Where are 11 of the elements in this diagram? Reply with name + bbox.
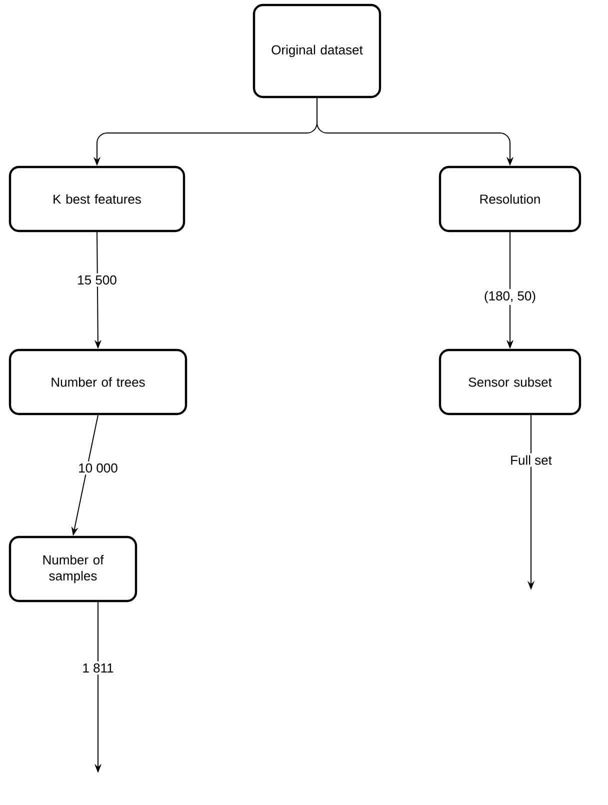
process-box: Number of samples <box>8 536 138 602</box>
process-box: Resolution <box>438 166 582 232</box>
process-box: Sensor subset <box>438 348 582 416</box>
edge-label: 1 811 <box>80 661 116 675</box>
process-box: Original dataset <box>252 4 382 98</box>
edge-label: 15 500 <box>75 273 119 287</box>
process-box: K best features <box>8 166 186 232</box>
edge-label: Full set <box>508 453 554 467</box>
edge-label: 10 000 <box>76 461 120 475</box>
process-box: Number of trees <box>8 348 188 416</box>
edge-label: (180, 50) <box>482 288 538 306</box>
